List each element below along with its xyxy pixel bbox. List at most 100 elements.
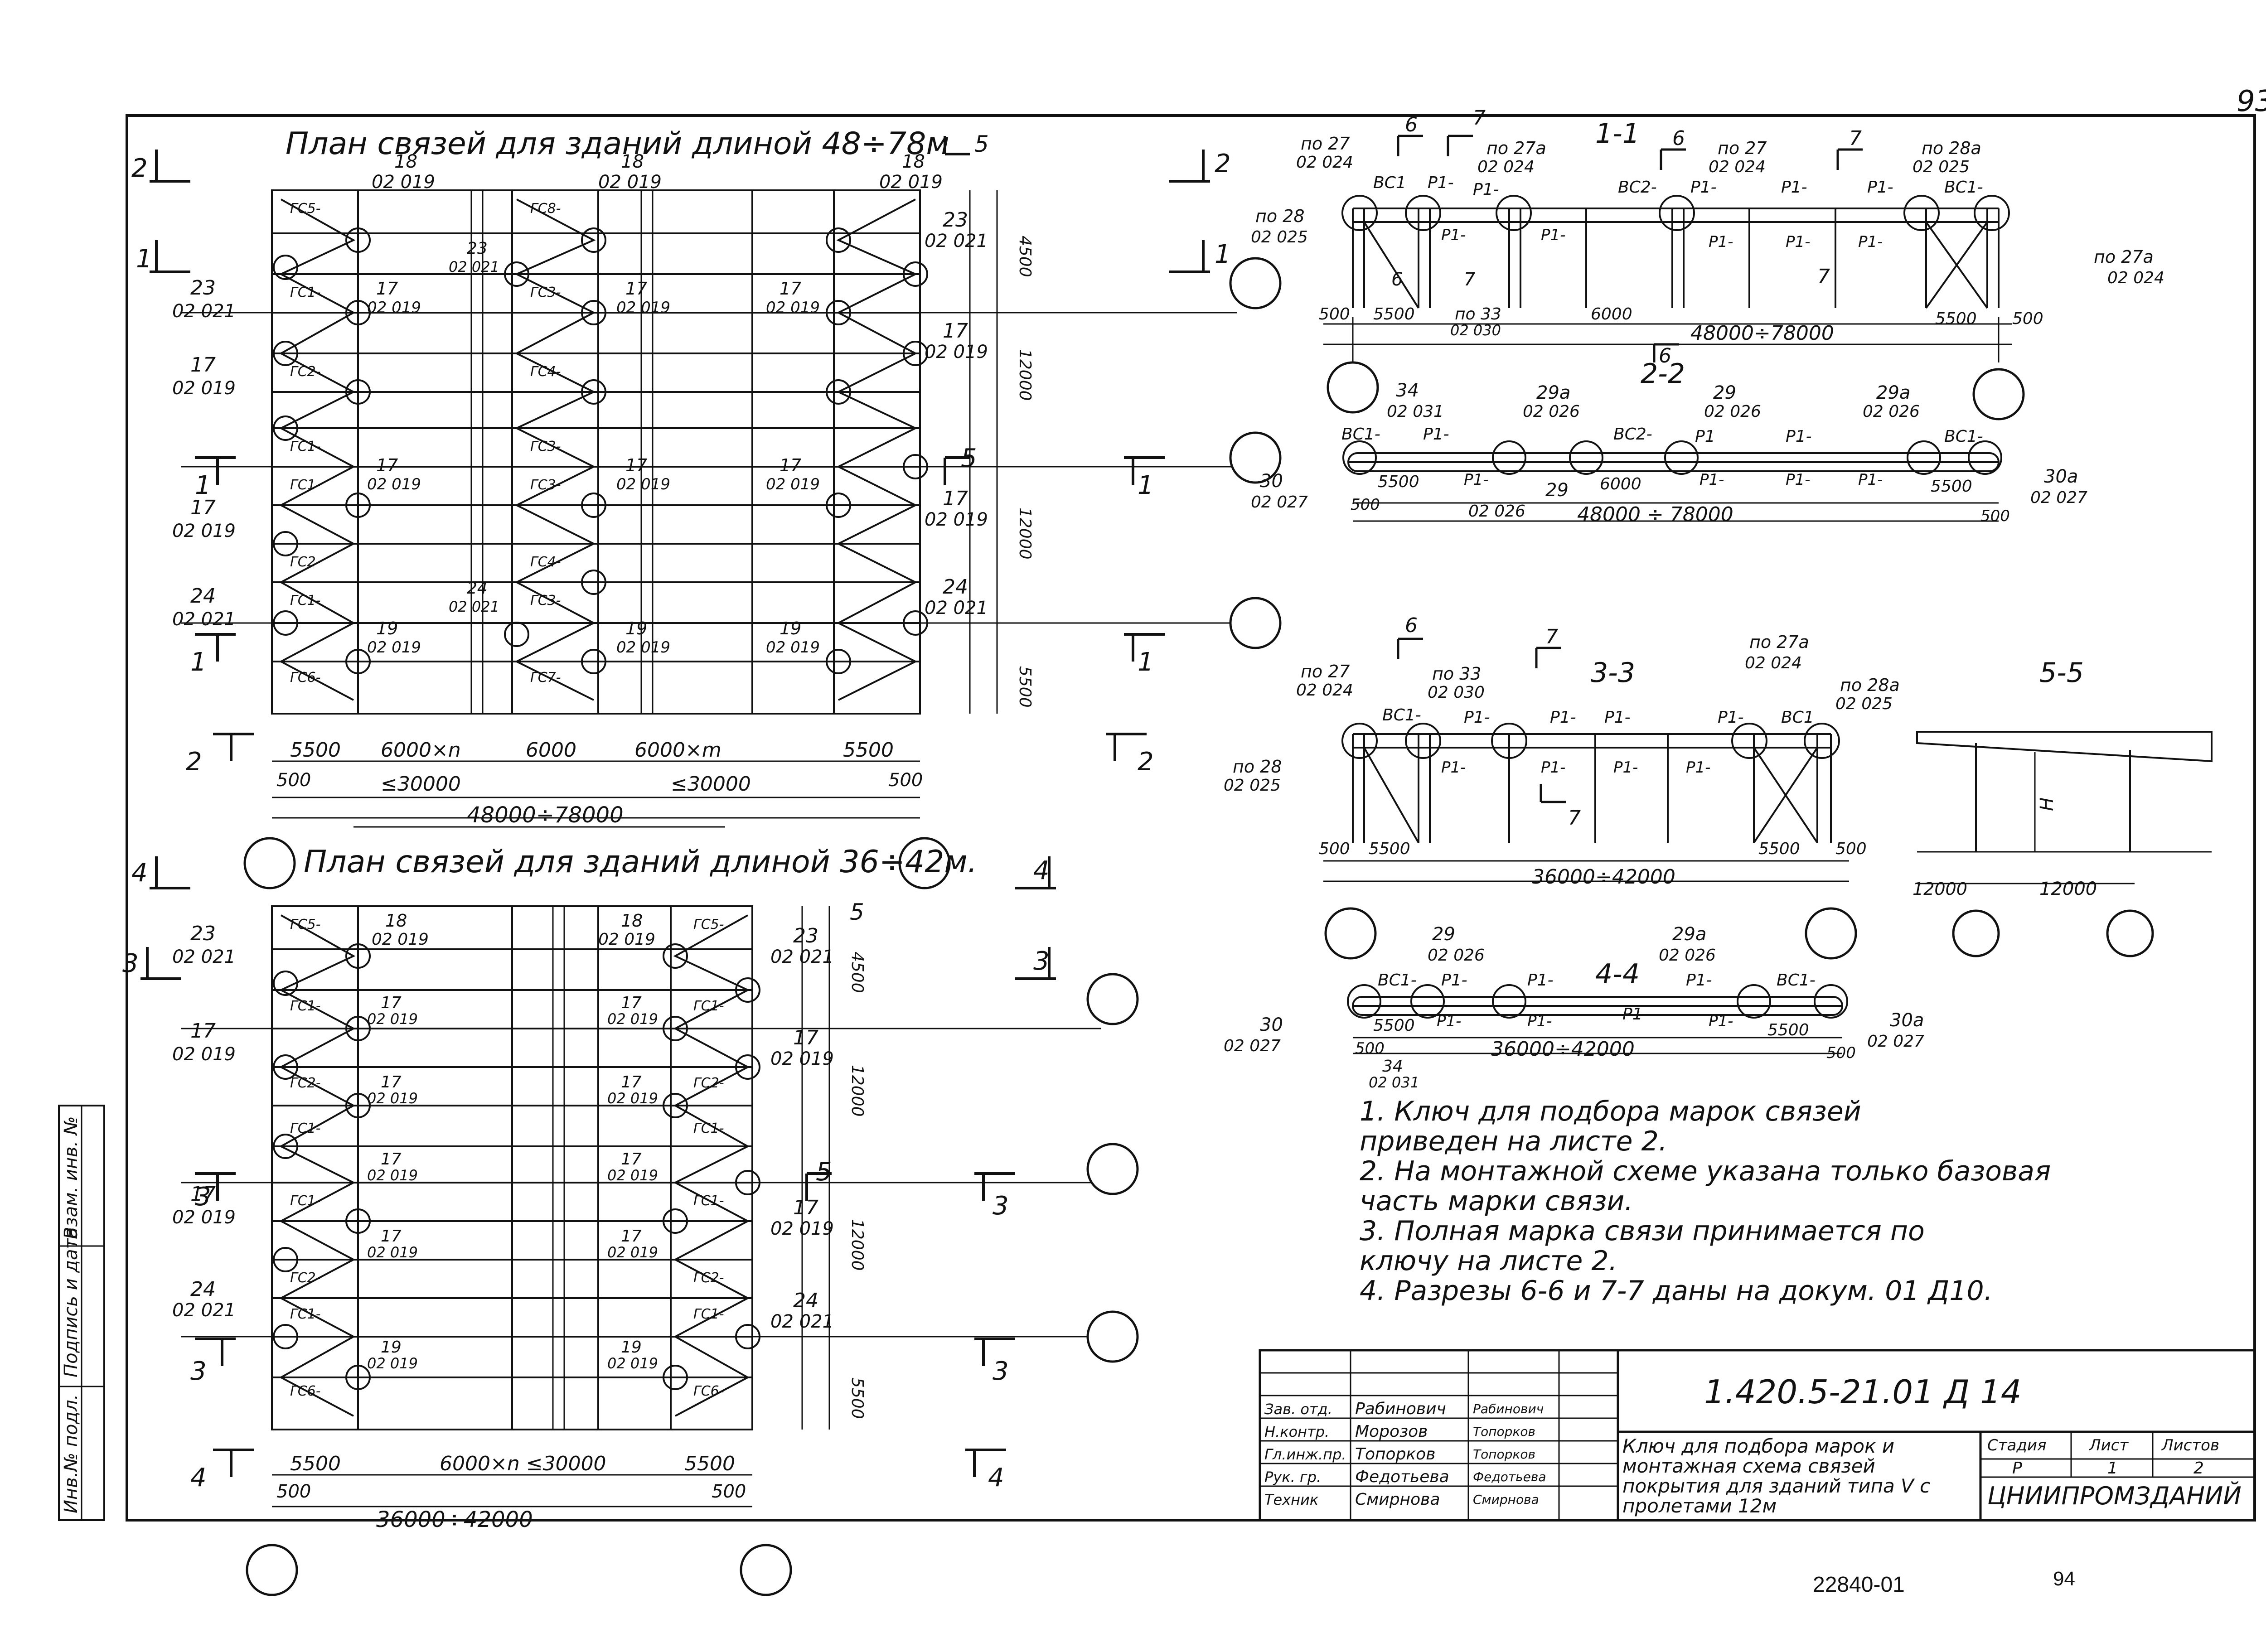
svg-text:29а: 29а [1876,382,1910,403]
side-stamp-labels: Инв.№ подл. Подпись и дата Взам. инв. № [61,1116,82,1513]
svg-text:36000÷42000: 36000÷42000 [376,1507,533,1532]
svg-text:23: 23 [467,239,488,258]
svg-text:500: 500 [276,770,311,791]
svg-text:5500: 5500 [1016,666,1034,708]
svg-text:02 019: 02 019 [172,1044,236,1065]
svg-text:02 024: 02 024 [1477,158,1535,176]
svg-text:по 27а: по 27а [1749,632,1809,652]
plan2-cut-markers [140,856,1056,1477]
section-4-4 [1347,984,1848,1054]
svg-text:02 019: 02 019 [598,930,655,949]
svg-text:5500: 5500 [1935,309,1977,328]
svg-text:по 27: по 27 [1301,134,1350,154]
signature-4: Федотьева [1473,1469,1546,1484]
svg-text:02 019: 02 019 [367,299,421,317]
svg-text:02 021: 02 021 [172,609,236,630]
svg-text:02 021: 02 021 [172,947,236,967]
notes: 1. Ключ для подбора марок связей приведе… [1360,1097,2130,1306]
svg-text:02 025: 02 025 [1835,695,1893,713]
svg-text:5: 5 [961,444,977,473]
svg-text:30: 30 [1260,1014,1283,1035]
svg-text:5500: 5500 [843,739,894,762]
signature-3: Топорков [1473,1447,1535,1462]
svg-text:ГС1-: ГС1- [290,1193,321,1209]
svg-text:6: 6 [1391,269,1403,290]
svg-text:7: 7 [1568,807,1581,830]
svg-text:02 027: 02 027 [1867,1032,1924,1051]
signature-2: Топорков [1473,1424,1535,1439]
stage-value: Р [2012,1459,2022,1478]
svg-text:19: 19 [621,1338,642,1357]
svg-text:7: 7 [1473,106,1486,130]
name-2: Морозов [1355,1422,1428,1441]
svg-text:Р1-: Р1- [1690,178,1717,197]
svg-text:02 030: 02 030 [1450,322,1501,339]
svg-text:17: 17 [190,353,216,377]
svg-text:02 019: 02 019 [372,930,429,949]
svg-text:02 019: 02 019 [367,1167,418,1184]
svg-text:5500: 5500 [1373,305,1415,324]
svg-text:6000×n ≤30000: 6000×n ≤30000 [440,1452,606,1475]
svg-text:ГС2-: ГС2- [290,1270,321,1286]
plan-1: План связей для зданий длиной 48÷78м [181,126,1237,715]
svg-text:5500: 5500 [1931,477,1972,496]
svg-text:ГС1-: ГС1- [693,998,724,1014]
name-5: Смирнова [1355,1490,1440,1509]
svg-text:02 021: 02 021 [770,1311,834,1332]
svg-text:7: 7 [1849,127,1862,150]
svg-text:ГС2-: ГС2- [693,1270,724,1286]
svg-text:Р1-: Р1- [1700,471,1724,489]
svg-text:29: 29 [1545,480,1569,501]
plan1-dim-labels: 5500 6000×n 6000 6000×m 5500 500 ≤30000 … [276,236,1034,828]
svg-text:500: 500 [1835,840,1867,858]
svg-text:ГС1-: ГС1- [290,593,321,609]
svg-text:Р1-: Р1- [1786,233,1810,251]
svg-text:2: 2 [186,747,202,777]
plan2-title: План связей для зданий длиной 36÷42м. [304,844,977,880]
svg-text:6: 6 [1405,614,1418,637]
svg-text:17: 17 [190,496,216,519]
role-5: Техник [1264,1491,1319,1508]
svg-text:1: 1 [1215,240,1231,269]
svg-text:19: 19 [625,618,647,638]
name-4: Федотьева [1355,1468,1449,1486]
role-4: Рук. гр. [1264,1468,1322,1486]
svg-text:Р1-: Р1- [1858,471,1883,489]
svg-text:500: 500 [1355,1039,1385,1058]
plan2-cut-labels: 4 4 3 3 3 3 3 3 4 4 5 5 [122,856,1050,1493]
svg-text:02 021: 02 021 [449,258,499,275]
svg-text:ВС1: ВС1 [1373,174,1406,192]
plan1-cut-markers [150,136,1210,761]
svg-text:500: 500 [1980,507,2010,525]
doc-code: 1.420.5-21.01 Д 14 [1704,1373,2022,1411]
svg-text:ГС6-: ГС6- [290,670,321,686]
svg-text:Р1-: Р1- [1428,174,1454,192]
svg-text:02 019: 02 019 [607,1010,658,1028]
svg-text:Р1-: Р1- [1541,226,1565,244]
svg-text:5500: 5500 [684,1452,735,1475]
svg-text:по 28: по 28 [1255,206,1305,226]
plan2-dim-labels: 5500 6000×n ≤30000 5500 500 500 36000÷42… [276,952,867,1532]
note-3: 3. Полная марка связи принимается по клю… [1360,1215,1925,1277]
svg-text:4500: 4500 [848,952,867,993]
svg-text:48000÷78000: 48000÷78000 [467,802,624,828]
svg-text:Р1-: Р1- [1464,708,1490,727]
svg-text:ГС1-: ГС1- [290,1121,321,1136]
svg-text:17: 17 [381,994,402,1012]
svg-text:17: 17 [190,1019,216,1043]
svg-text:4: 4 [988,1463,1004,1493]
svg-text:по 27а: по 27а [2094,247,2154,267]
svg-text:02 019: 02 019 [598,172,662,193]
svg-text:12000: 12000 [1016,349,1034,401]
svg-text:Р1-: Р1- [1473,180,1499,199]
svg-text:Р1-: Р1- [1441,226,1466,244]
section-1-1 [1323,195,2012,362]
svg-text:Р1-: Р1- [1622,1005,1649,1024]
svg-text:2: 2 [131,154,148,183]
bottom-page-number: 94 [2053,1568,2075,1590]
svg-text:≤30000: ≤30000 [671,773,751,796]
section-3-3-labels: 3-3 по 27 02 024 по 33 02 030 по 27а 02 … [1224,614,1900,889]
stamp-names: Рабинович Морозов Топорков Федотьева Сми… [1355,1398,1449,1511]
svg-text:1: 1 [136,244,152,274]
svg-text:12000: 12000 [848,1065,867,1117]
